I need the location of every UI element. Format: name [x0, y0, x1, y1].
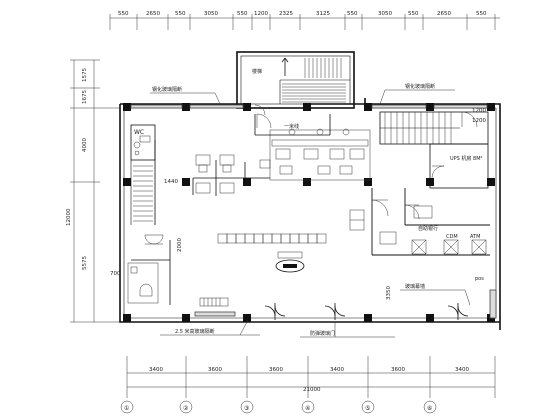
top-dim-8: 3125 [316, 11, 330, 17]
bottom-dim-4: 3400 [330, 367, 344, 373]
bottom-dim-total: 21000 [303, 387, 321, 393]
right-top-dim: 1200 [472, 108, 486, 114]
axis-1: ① [124, 405, 129, 412]
top-dim-9: 550 [347, 11, 358, 17]
top-glass-partitions [130, 89, 488, 109]
wc-label: WC [134, 129, 144, 136]
atm-label: ATM [470, 234, 480, 240]
axis-3: ③ [244, 405, 249, 412]
top-dim-12: 2650 [437, 11, 451, 17]
axis-bubbles: ① ② ③ ④ ⑤ ⑥ [120, 400, 437, 414]
bottom-center-callout: 防弹玻璃门 [310, 330, 335, 337]
left-dimension-chain: 1575 1675 4000 5575 12000 [66, 59, 120, 323]
outer-walls [119, 98, 501, 330]
axis-6: ⑥ [427, 405, 432, 412]
left-service-block [127, 124, 171, 305]
top-dim-5: 550 [237, 11, 248, 17]
bottom-dim-1: 3400 [149, 367, 163, 373]
stair-tower [236, 51, 355, 109]
ups-room [429, 143, 489, 189]
left-dim-1: 1575 [82, 68, 88, 82]
atm-gap-dim: 3350 [386, 286, 392, 300]
top-left-callout: 钢化玻璃隔断 [152, 86, 182, 93]
top-dim-2: 2650 [146, 11, 160, 17]
left-dim-total: 12000 [66, 208, 72, 226]
left-dim-2: 1675 [82, 90, 88, 104]
top-dim-10: 3050 [378, 11, 392, 17]
top-dim-6: 1200 [254, 11, 268, 17]
axis-2: ② [183, 405, 189, 412]
office-workstations [192, 128, 371, 196]
pos-label: pos [475, 276, 484, 282]
left-inner-dim-3: 700 [110, 271, 121, 277]
top-dim-3: 550 [175, 11, 186, 17]
bottom-dim-2: 3600 [208, 367, 222, 373]
ups-room-label: UPS 机房 8M² [450, 155, 483, 162]
axis-5: ⑤ [365, 405, 370, 412]
top-dim-4: 3050 [204, 11, 218, 17]
bottom-dim-3: 3600 [269, 367, 283, 373]
bottom-dimension-chain: 3400 3600 3600 3400 3600 3400 21000 [126, 356, 496, 398]
left-inner-dim-1: 1440 [164, 179, 178, 185]
top-dimension-chain: 550 2650 550 3050 550 1200 2325 3125 550… [109, 11, 500, 30]
stair-right-dim: 1200 [472, 118, 486, 124]
stair-label: 楼梯 [252, 68, 262, 75]
axis-4: ④ [305, 405, 310, 412]
one-meter-line-label: 一米线 [284, 123, 299, 130]
top-dim-1: 550 [118, 11, 129, 17]
atm-zone-label: 自助银行 [418, 225, 438, 232]
top-right-callout: 钢化玻璃隔断 [405, 83, 435, 90]
left-inner-dim-2: 2000 [177, 238, 183, 252]
entrance-doors [160, 289, 497, 338]
inner-office [254, 104, 331, 136]
bottom-dim-6: 3400 [455, 367, 469, 373]
top-dim-13: 550 [476, 11, 487, 17]
top-dim-7: 2325 [279, 11, 293, 17]
cdm-label: CDM [446, 234, 458, 240]
atm-zone [349, 188, 490, 256]
right-stair [379, 111, 489, 145]
waiting-seats [217, 233, 327, 273]
bottom-right-callout: 玻璃幕墙 [405, 283, 425, 290]
bottom-left-callout: 2.5 米高玻璃隔断 [175, 328, 215, 335]
bottom-dim-5: 3600 [391, 367, 405, 373]
top-dim-11: 550 [408, 11, 419, 17]
left-dim-3: 4000 [82, 138, 88, 152]
left-dim-4: 5575 [82, 256, 88, 270]
